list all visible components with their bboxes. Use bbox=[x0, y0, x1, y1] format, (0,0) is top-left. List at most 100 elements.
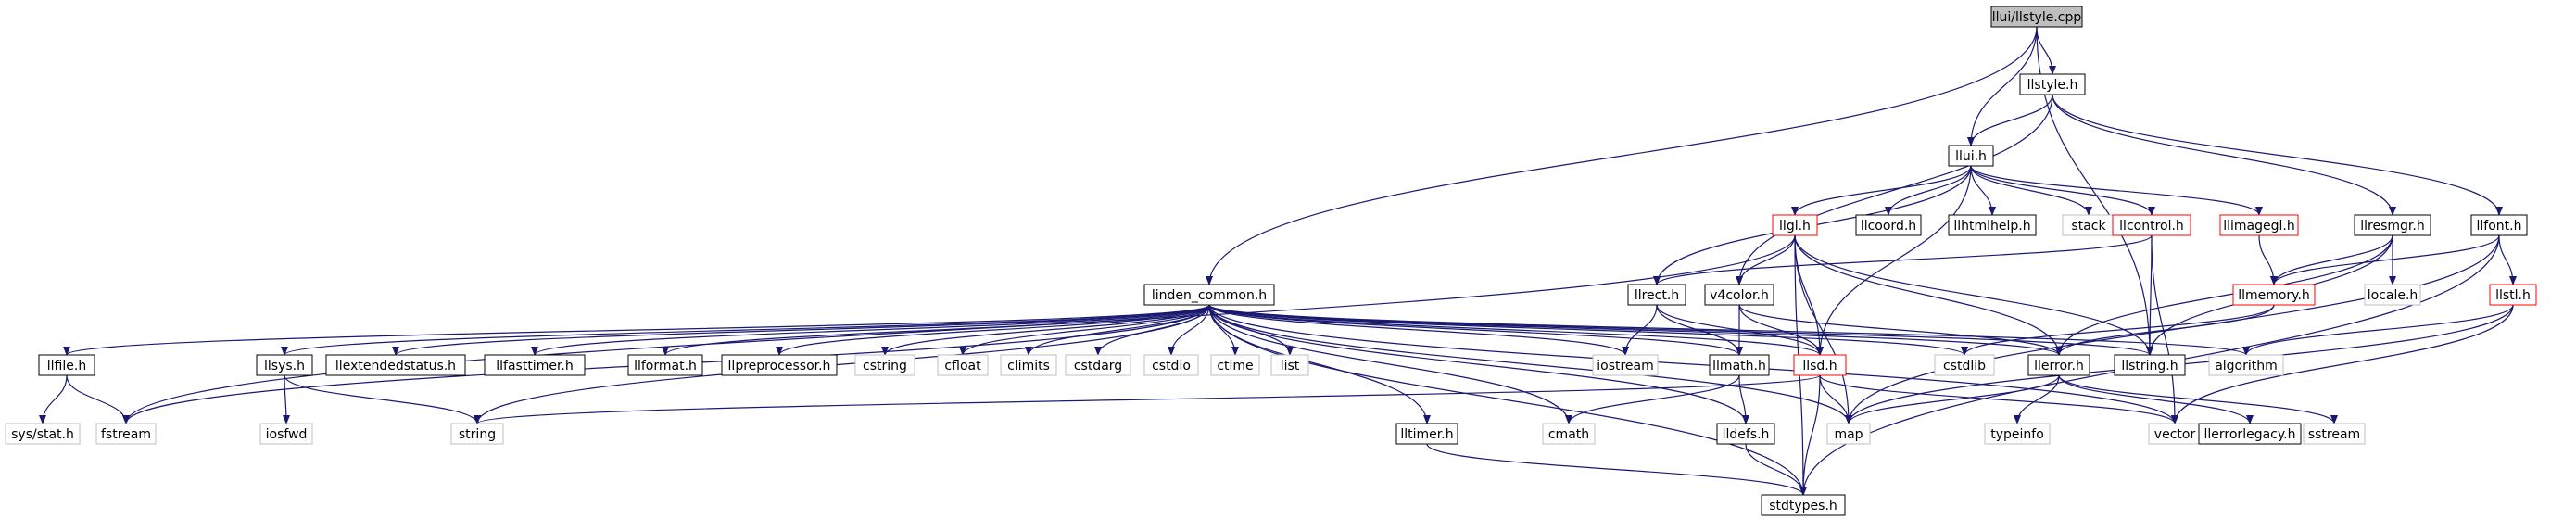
node-label: algorithm bbox=[2215, 359, 2278, 373]
node-box bbox=[1542, 423, 1596, 445]
node-lltimer[interactable]: lltimer.h bbox=[1395, 423, 1458, 445]
edge-llui-to-stack bbox=[1970, 165, 2092, 216]
node-box bbox=[2364, 284, 2421, 306]
edge-llmemory-to-llerror bbox=[2055, 304, 2275, 356]
node-label: vector bbox=[2154, 427, 2196, 442]
node-label: llui/llstyle.cpp bbox=[1992, 10, 2082, 25]
node-box bbox=[1826, 423, 1871, 445]
node-box bbox=[2027, 354, 2090, 376]
edges-layer bbox=[39, 26, 2517, 496]
edge-llfile-to-fstream bbox=[66, 374, 130, 424]
node-fstream[interactable]: fstream bbox=[95, 423, 157, 445]
node-sstream[interactable]: sstream bbox=[2303, 423, 2366, 445]
node-locale[interactable]: locale.h bbox=[2364, 284, 2421, 306]
node-root[interactable]: llui/llstyle.cpp bbox=[1990, 6, 2083, 28]
node-cfloat[interactable]: cfloat bbox=[937, 354, 989, 376]
edge-llfile-to-sysstat bbox=[39, 374, 68, 424]
node-llerrorlegacy[interactable]: llerrorlegacy.h bbox=[2198, 423, 2302, 445]
node-llfont[interactable]: llfont.h bbox=[2470, 214, 2528, 236]
edge-llstl-to-algorithm bbox=[2242, 304, 2514, 356]
node-llhtmlhelp[interactable]: llhtmlhelp.h bbox=[1948, 214, 2037, 236]
node-cstdarg[interactable]: cstdarg bbox=[1065, 354, 1131, 376]
edge-root-to-linden_common bbox=[1206, 26, 2038, 285]
node-cstring[interactable]: cstring bbox=[854, 354, 915, 376]
node-llmath[interactable]: llmath.h bbox=[1709, 354, 1770, 376]
edge-llcontrol-to-llrect bbox=[1653, 234, 2153, 285]
edge-llgl-to-llstring bbox=[1794, 234, 2153, 356]
edge-linden_common-to-vector bbox=[1208, 304, 2178, 424]
node-cstdlib[interactable]: cstdlib bbox=[1934, 354, 1995, 376]
node-label: llcoord.h bbox=[1861, 219, 1916, 234]
node-string[interactable]: string bbox=[450, 423, 504, 445]
node-sysstat[interactable]: sys/stat.h bbox=[5, 423, 81, 445]
node-algorithm[interactable]: algorithm bbox=[2208, 354, 2284, 376]
node-llcontrol[interactable]: llcontrol.h bbox=[2112, 214, 2191, 236]
node-label: llui.h bbox=[1955, 149, 1987, 164]
node-box bbox=[484, 354, 586, 376]
edge-llui-to-llhtmlhelp bbox=[1970, 165, 1996, 216]
node-stdtypes[interactable]: stdtypes.h bbox=[1761, 494, 1846, 516]
node-iosfwd[interactable]: iosfwd bbox=[259, 423, 313, 445]
node-label: llcontrol.h bbox=[2119, 219, 2184, 234]
edge-llerror-to-sstream bbox=[2058, 374, 2338, 424]
node-llimagegl[interactable]: llimagegl.h bbox=[2219, 214, 2299, 236]
node-map[interactable]: map bbox=[1826, 423, 1871, 445]
node-llsys[interactable]: llsys.h bbox=[256, 354, 313, 376]
node-typeinfo[interactable]: typeinfo bbox=[1984, 423, 2051, 445]
node-box bbox=[2303, 423, 2366, 445]
node-label: llimagegl.h bbox=[2223, 219, 2295, 234]
node-lldefs[interactable]: lldefs.h bbox=[1716, 423, 1775, 445]
node-iostream[interactable]: iostream bbox=[1592, 354, 1659, 376]
node-label: llstring.h bbox=[2121, 359, 2178, 373]
node-ctime[interactable]: ctime bbox=[1210, 354, 1260, 376]
node-llfasttimer[interactable]: llfasttimer.h bbox=[484, 354, 586, 376]
node-llfile[interactable]: llfile.h bbox=[38, 354, 95, 376]
node-llmemory[interactable]: llmemory.h bbox=[2232, 284, 2316, 306]
edge-linden_common-to-llsd bbox=[1208, 304, 1824, 356]
node-box bbox=[1627, 284, 1686, 306]
node-llstl[interactable]: llstl.h bbox=[2489, 284, 2537, 306]
node-llui[interactable]: llui.h bbox=[1948, 145, 1994, 167]
node-vector[interactable]: vector bbox=[2148, 423, 2202, 445]
node-cstdio[interactable]: cstdio bbox=[1143, 354, 1199, 376]
node-box bbox=[1934, 354, 1995, 376]
node-box bbox=[721, 354, 838, 376]
edge-llui-to-llcontrol bbox=[1970, 165, 2155, 216]
edge-linden_common-to-cmath bbox=[1208, 304, 1572, 424]
node-label: linden_common.h bbox=[1152, 288, 1267, 303]
node-llformat[interactable]: llformat.h bbox=[627, 354, 703, 376]
node-cmath[interactable]: cmath bbox=[1542, 423, 1596, 445]
node-llgl[interactable]: llgl.h bbox=[1772, 214, 1818, 236]
node-llerror[interactable]: llerror.h bbox=[2027, 354, 2090, 376]
node-llrect[interactable]: llrect.h bbox=[1627, 284, 1686, 306]
edge-llsd-to-vector bbox=[1819, 374, 2178, 424]
node-llsd[interactable]: llsd.h bbox=[1793, 354, 1847, 376]
node-box bbox=[1855, 214, 1922, 236]
node-llresmgr[interactable]: llresmgr.h bbox=[2354, 214, 2431, 236]
node-box bbox=[2019, 73, 2086, 95]
edge-linden_common-to-iostream bbox=[1208, 304, 1629, 356]
node-llpreprocessor[interactable]: llpreprocessor.h bbox=[721, 354, 838, 376]
edge-llgl-to-fstream bbox=[122, 234, 1796, 424]
node-llstring[interactable]: llstring.h bbox=[2114, 354, 2186, 376]
node-list[interactable]: list bbox=[1270, 354, 1309, 376]
node-llextendedstatus[interactable]: llextendedstatus.h bbox=[325, 354, 466, 376]
node-stack[interactable]: stack bbox=[2062, 214, 2115, 236]
node-box bbox=[38, 354, 95, 376]
edge-llmath-to-lldefs bbox=[1738, 374, 1749, 424]
node-box bbox=[1709, 354, 1770, 376]
edge-lldefs-to-stdtypes bbox=[1745, 443, 1807, 496]
node-label: cstdio bbox=[1152, 359, 1191, 373]
node-label: ctime bbox=[1217, 359, 1253, 373]
node-v4color[interactable]: v4color.h bbox=[1704, 284, 1774, 306]
node-label: sstream bbox=[2308, 427, 2360, 442]
node-llstyle[interactable]: llstyle.h bbox=[2019, 73, 2086, 95]
edge-llerror-to-map bbox=[1845, 374, 2060, 424]
node-label: llrect.h bbox=[1635, 288, 1679, 303]
node-box bbox=[1716, 423, 1775, 445]
node-box bbox=[627, 354, 703, 376]
node-climits[interactable]: climits bbox=[1000, 354, 1057, 376]
node-linden_common[interactable]: linden_common.h bbox=[1143, 284, 1275, 306]
node-llcoord[interactable]: llcoord.h bbox=[1855, 214, 1922, 236]
node-label: string bbox=[459, 427, 496, 442]
